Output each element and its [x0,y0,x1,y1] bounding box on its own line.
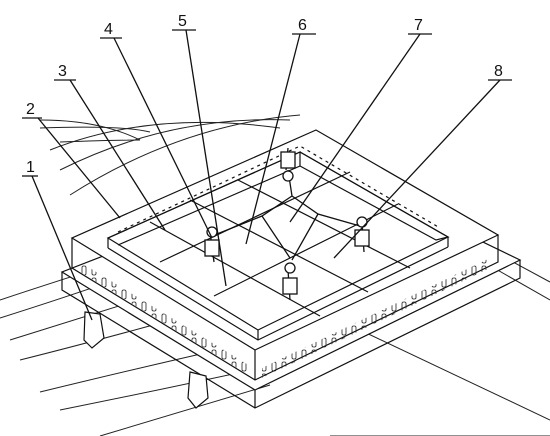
callout-5: 5 [178,13,187,30]
callout-leaders [22,29,512,321]
x-frame-with-clamps [204,147,370,301]
callout-2: 2 [26,101,35,118]
callout-6: 6 [298,17,307,34]
callout-8: 8 [494,63,503,80]
mount-brackets [83,311,209,409]
callout-4: 4 [104,21,113,38]
background-structure [0,114,550,436]
callout-labels: 1 2 3 4 5 6 7 8 [26,13,503,176]
callout-3: 3 [58,63,67,80]
callout-7: 7 [414,17,423,34]
callout-1: 1 [26,159,35,176]
